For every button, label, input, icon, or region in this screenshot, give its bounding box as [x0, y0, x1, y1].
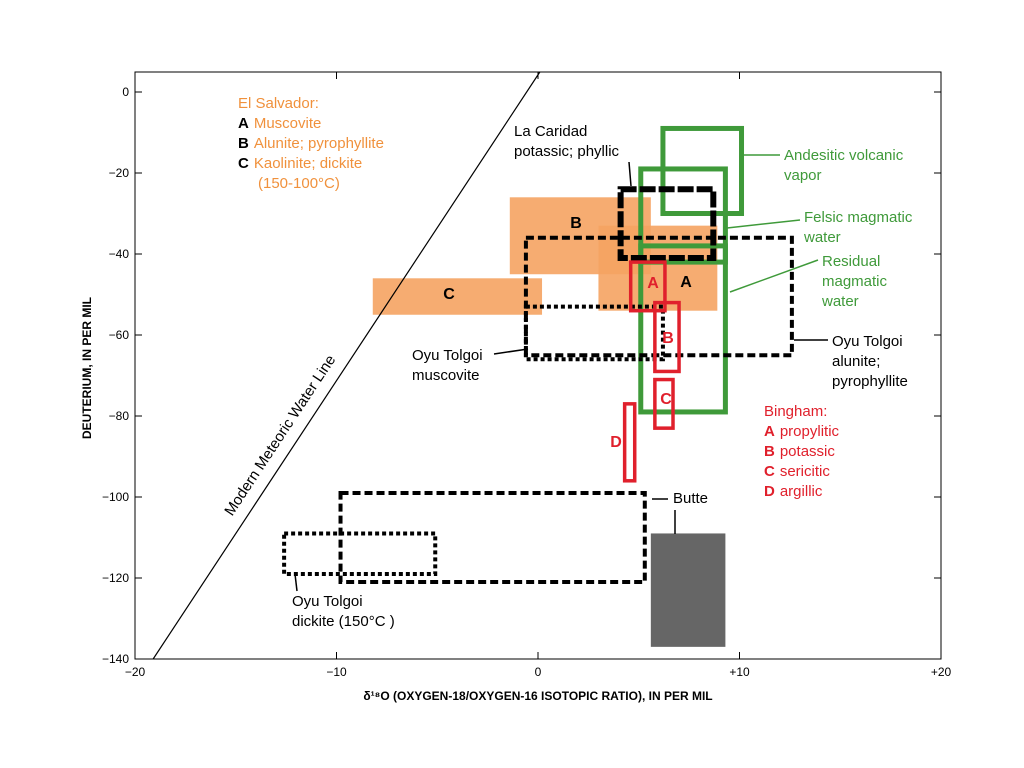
y-tick-label: −120	[102, 571, 129, 585]
annotation-oyutolgoi-muscovite-line1: Oyu Tolgoi	[412, 347, 483, 364]
legend-elsalvador-text-a: Muscovite	[254, 115, 322, 132]
legend-elsalvador: El Salvador: A Muscovite B Alunite; pyroph…	[238, 95, 384, 192]
region-label-bingham-b: B	[662, 330, 674, 347]
annotation-lacaridad-line1: La Caridad	[514, 123, 587, 140]
y-tick-label: −140	[102, 652, 129, 666]
annotation-andesitic: Andesitic volcanic vapor	[743, 147, 904, 184]
annotation-residual-line3: water	[821, 293, 859, 310]
x-tick-label: +20	[931, 665, 952, 679]
annotation-andesitic-line1: Andesitic volcanic	[784, 147, 904, 164]
leader-felsic	[726, 219, 801, 229]
legend-elsalvador-text-c: Kaolinite; dickite	[254, 155, 362, 172]
legend-bingham-text-b: potassic	[780, 443, 836, 460]
legend-bingham-key-c: C	[764, 463, 775, 480]
y-tick-label: −80	[109, 409, 130, 423]
region-butte-dash	[338, 490, 647, 585]
region-bingham-b	[653, 300, 681, 374]
y-tick-label: −20	[109, 166, 130, 180]
leader-oyutolgoi-muscovite	[493, 348, 529, 355]
legend-bingham-text-d: argillic	[780, 483, 823, 500]
legend-bingham-text-a: propylitic	[780, 423, 840, 440]
annotation-butte: Butte	[652, 490, 708, 534]
y-tick-label: −60	[109, 328, 130, 342]
y-tick-label: 0	[122, 85, 129, 99]
legend-elsalvador-item-a: A Muscovite	[238, 115, 321, 132]
region-label-elsalvador-c: C	[443, 286, 455, 303]
x-tick-label: −10	[326, 665, 347, 679]
region-felsic	[638, 166, 728, 265]
annotation-oyutolgoi-muscovite: Oyu Tolgoi muscovite	[412, 347, 529, 384]
leader-residual	[729, 259, 819, 293]
legend-elsalvador-key-c: C	[238, 155, 249, 172]
legend-elsalvador-title: El Salvador:	[238, 95, 319, 112]
annotation-felsic-line1: Felsic magmatic	[804, 209, 913, 226]
legend-elsalvador-key-b: B	[238, 135, 249, 152]
x-tick-label: +10	[729, 665, 750, 679]
legend-bingham-text-c: sericitic	[780, 463, 831, 480]
legend-elsalvador-item-b: B Alunite; pyrophyllite	[238, 135, 384, 152]
legend-elsalvador-item-c: C Kaolinite; dickite	[238, 155, 362, 172]
region-label-bingham-c: C	[660, 391, 672, 408]
region-label-elsalvador-a: A	[680, 274, 692, 291]
legend-bingham-key-d: D	[764, 483, 775, 500]
annotation-residual-line2: magmatic	[822, 273, 888, 290]
annotation-oyutolgoi-alunite-line1: Oyu Tolgoi	[832, 333, 903, 350]
region-elsalvador-b	[509, 197, 651, 275]
annotation-residual: Residual magmatic water	[729, 253, 888, 310]
annotation-oyutolgoi-dickite-line1: Oyu Tolgoi	[292, 593, 363, 610]
annotation-oyutolgoi-muscovite-line2: muscovite	[412, 367, 480, 384]
x-axis-title: δ¹⁸O (OXYGEN-18/OXYGEN-16 ISOTOPIC RATIO…	[363, 689, 712, 703]
annotation-oyutolgoi-alunite: Oyu Tolgoi alunite; pyrophyllite	[794, 333, 908, 390]
region-bingham-c	[653, 377, 675, 430]
legend-elsalvador-note: (150-100°C)	[258, 175, 340, 192]
region-butte	[650, 533, 726, 647]
annotation-oyutolgoi-dickite-line2: dickite (150°C )	[292, 613, 395, 630]
annotation-felsic-line2: water	[803, 229, 841, 246]
annotation-butte-label: Butte	[673, 490, 708, 507]
y-tick-label: −40	[109, 247, 130, 261]
region-lacaridad	[617, 186, 717, 262]
annotation-lacaridad-line2: potassic; phyllic	[514, 143, 620, 160]
region-oyutolgoi-dickite	[282, 531, 438, 576]
annotation-andesitic-line2: vapor	[784, 167, 822, 184]
plot-area	[134, 71, 942, 660]
legend-bingham-key-a: A	[764, 423, 775, 440]
region-label-bingham-a: A	[647, 275, 659, 292]
region-label-bingham-d: D	[610, 434, 622, 451]
annotation-oyutolgoi-dickite: Oyu Tolgoi dickite (150°C )	[292, 573, 395, 630]
legend-bingham-key-b: B	[764, 443, 775, 460]
legend-elsalvador-text-b: Alunite; pyrophyllite	[254, 135, 384, 152]
leader-oyutolgoi-dickite	[294, 573, 298, 592]
region-elsalvador-c	[372, 278, 543, 315]
region-oyutolgoi-muscovite	[523, 304, 665, 362]
annotation-lacaridad: La Caridad potassic; phyllic	[514, 123, 632, 187]
region-bingham-a	[628, 260, 667, 313]
leader-lacaridad	[628, 161, 632, 187]
region-label-elsalvador-b: B	[570, 215, 582, 232]
legend-elsalvador-key-a: A	[238, 115, 249, 132]
region-oyutolgoi-alunite	[523, 235, 794, 358]
y-tick-label: −100	[102, 490, 129, 504]
region-residual	[638, 243, 728, 415]
legend-bingham-title: Bingham:	[764, 403, 827, 420]
x-tick-label: −20	[125, 665, 146, 679]
annotation-residual-line1: Residual	[822, 253, 880, 270]
meteoric-water-line	[152, 71, 541, 660]
annotation-oyutolgoi-alunite-line2: alunite;	[832, 353, 880, 370]
y-axis-title: DEUTERIUM, IN PER MIL	[80, 297, 94, 439]
annotation-oyutolgoi-alunite-line3: pyrophyllite	[832, 373, 908, 390]
x-tick-label: 0	[535, 665, 542, 679]
region-bingham-d	[622, 402, 637, 483]
annotation-felsic: Felsic magmatic water	[726, 209, 913, 246]
